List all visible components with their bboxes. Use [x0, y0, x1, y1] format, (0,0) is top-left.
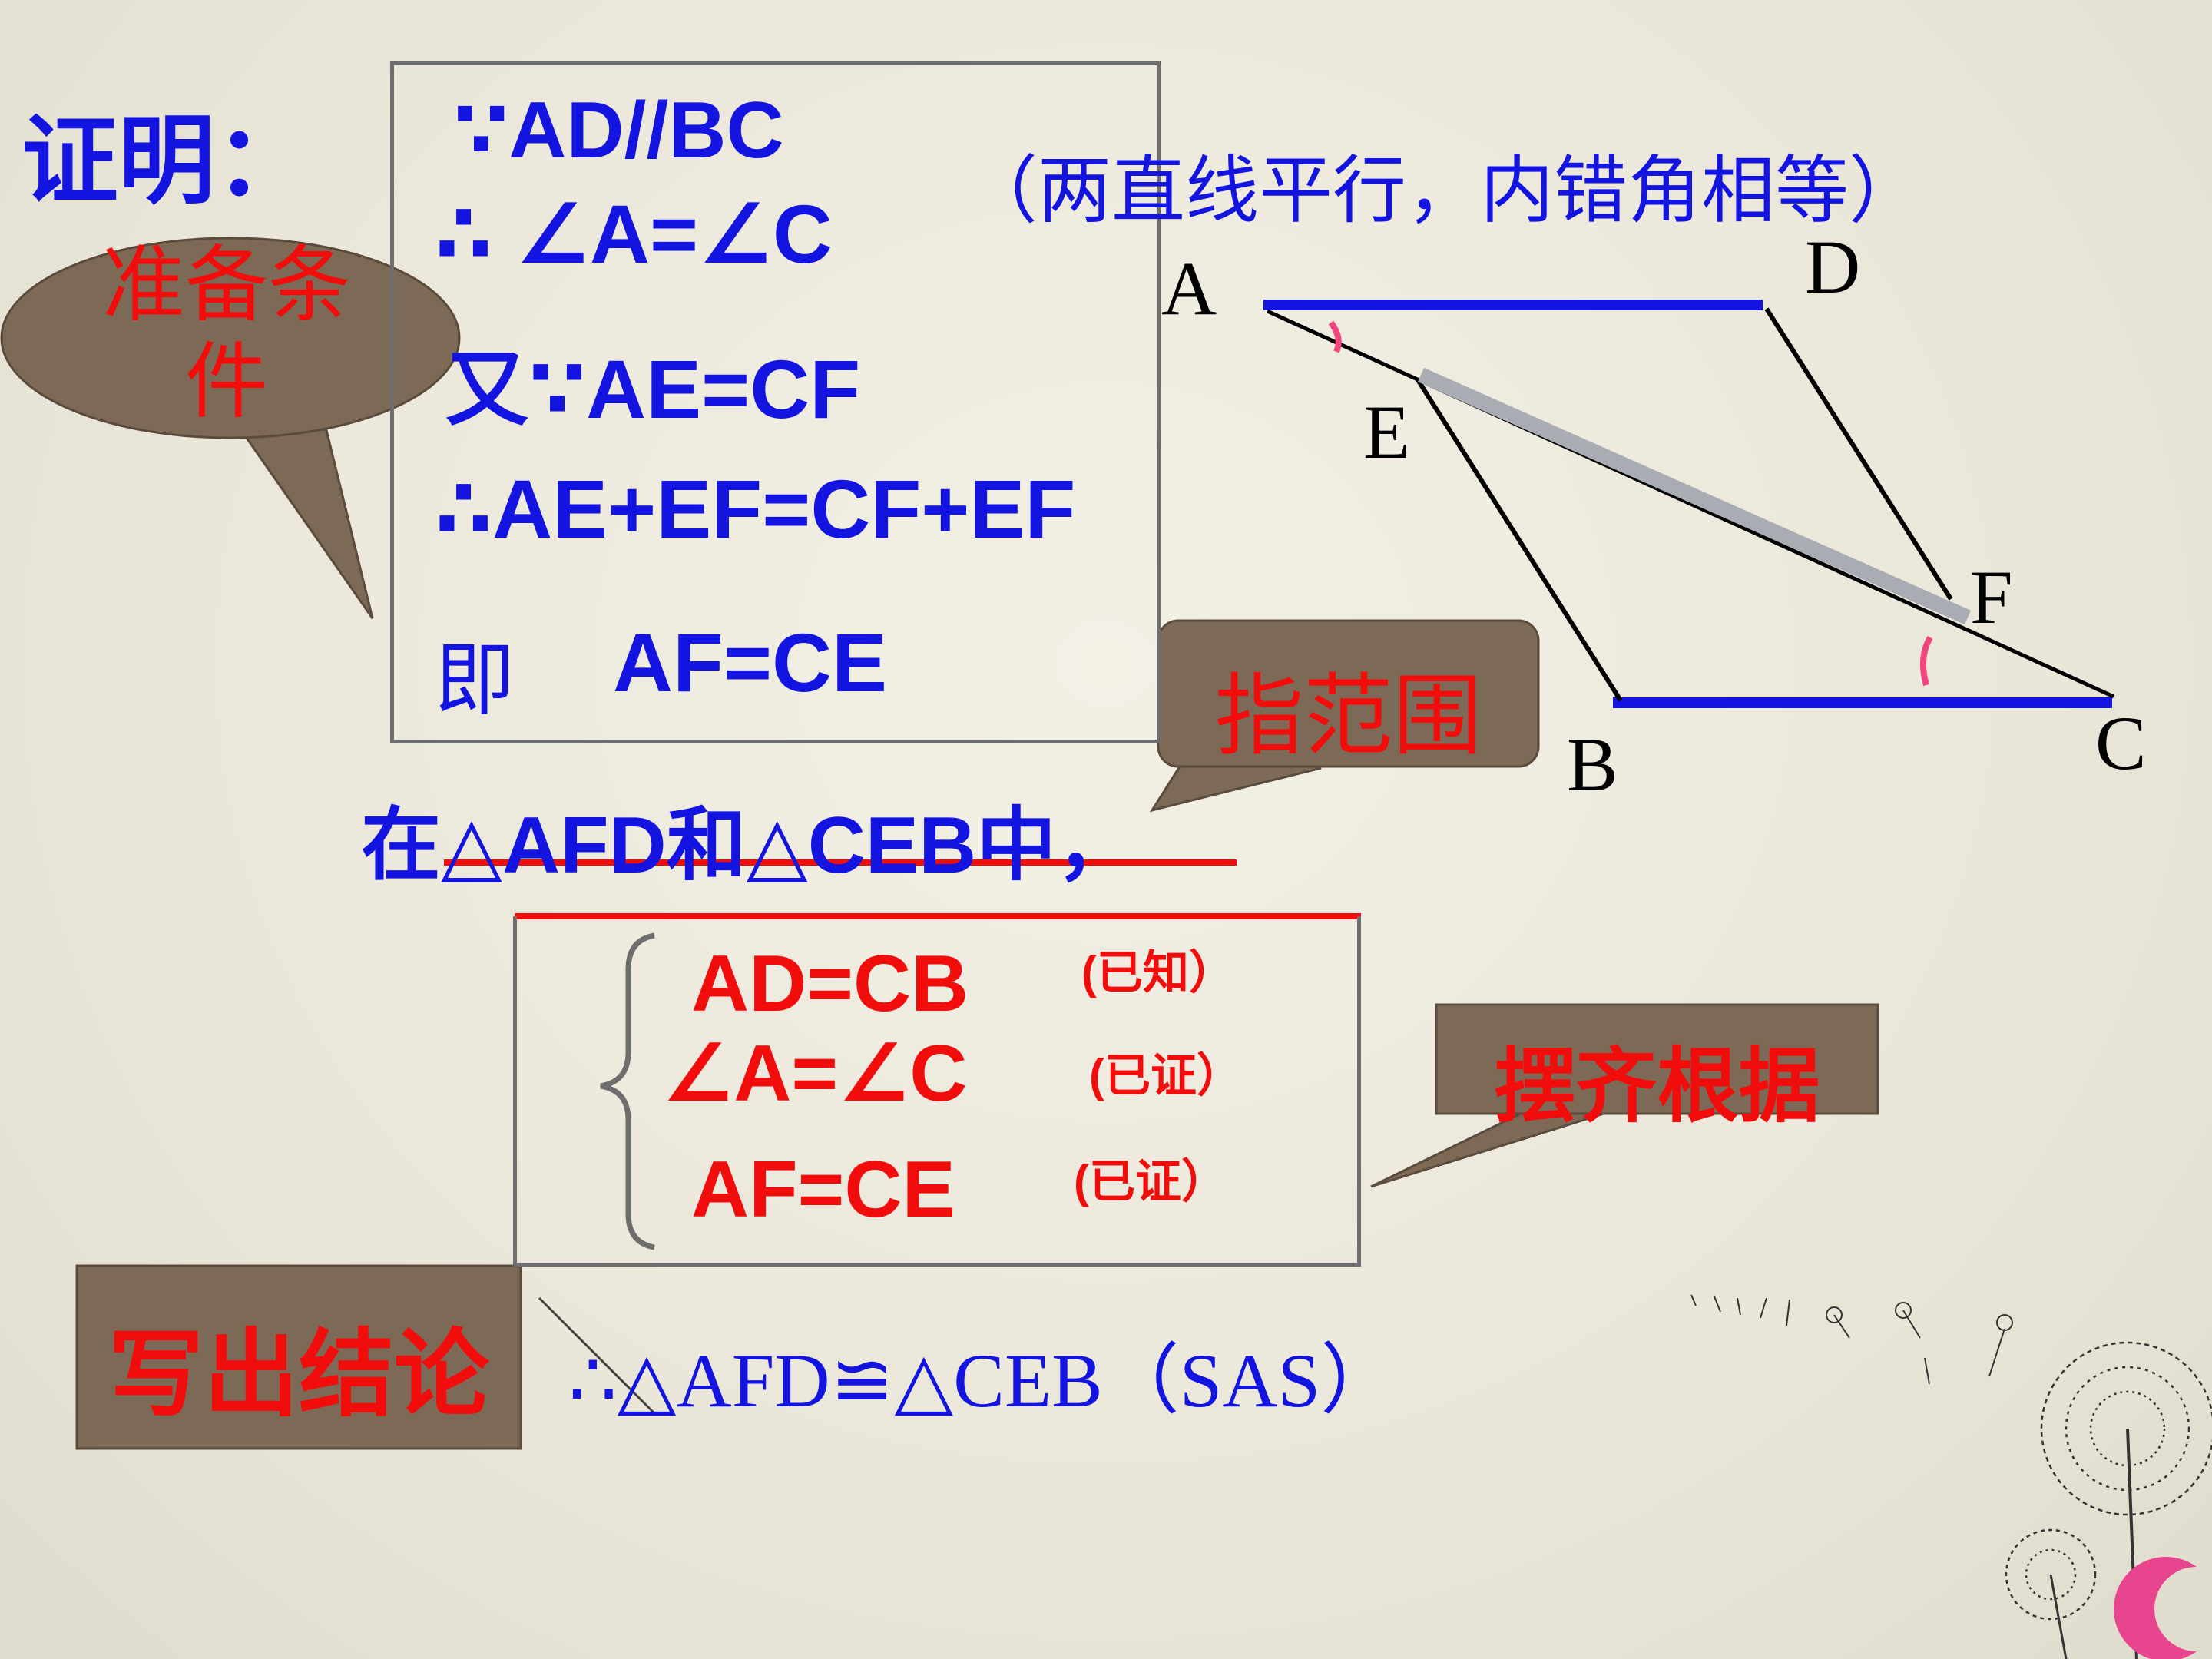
- conclusion-statement: ∴△AFD≌△CEB（SAS）: [568, 1338, 1398, 1423]
- point-label-e: E: [1363, 389, 1411, 475]
- point-label-c: C: [2095, 700, 2147, 786]
- parallelogram-diagram: [1263, 300, 2115, 708]
- callout-conclude-label: 写出结论: [108, 1322, 489, 1428]
- condition-included-eq: AF=CE: [691, 1145, 955, 1234]
- proof-box: [390, 61, 1161, 743]
- callout-prepare-bubble: [0, 237, 461, 619]
- condition-included-reason: (已证）: [1074, 1156, 1227, 1207]
- condition-angles-reason: (已证）: [1089, 1050, 1243, 1101]
- proof-heading: 证明：: [22, 107, 312, 215]
- proof-step-segments: 又∵AE=CF: [445, 343, 861, 435]
- conditions-brace: [600, 932, 655, 1250]
- angle-mark-c: [1920, 636, 1933, 687]
- segment-eb: [1415, 377, 1623, 702]
- point-label-a: A: [1161, 246, 1217, 331]
- diagonal-ac: [1266, 309, 2115, 699]
- proof-step-sum: ∴AE+EF=CF+EF: [435, 462, 1076, 555]
- triangle-statement: 在△AFD和△CEB中，: [361, 801, 1137, 890]
- moon-icon: [2114, 1557, 2197, 1659]
- condition-sides-eq: AD=CB: [691, 939, 969, 1028]
- reason-note: （两直线平行，内错角相等）: [964, 150, 1922, 232]
- proof-step-result: AF=CE: [613, 616, 888, 709]
- condition-angles-eq: ∠A=∠C: [662, 1029, 968, 1118]
- pen-stroke: [538, 1296, 656, 1415]
- dandelion-decoration: [1690, 1294, 2212, 1659]
- callout-align-bubble: [1370, 1003, 1879, 1188]
- angle-mark-a: [1328, 320, 1342, 353]
- condition-sides-reason: (已知）: [1081, 947, 1235, 998]
- callout-scope-bubble: [1149, 619, 1540, 813]
- callout-prepare-label: 准备条件: [101, 238, 351, 428]
- callout-scope-label: 指范围: [1214, 666, 1482, 766]
- callout-align-label: 摆齐根据: [1494, 1041, 1820, 1132]
- proof-step-prefix: 即: [435, 636, 515, 725]
- proof-step-angles: ∴ ∠A=∠C: [435, 187, 833, 280]
- callout-conclude-bubble: [75, 1264, 522, 1450]
- point-label-f: F: [1970, 555, 2013, 640]
- point-label-b: B: [1567, 722, 1618, 807]
- segment-df: [1764, 307, 1953, 601]
- conditions-box: [513, 916, 1361, 1267]
- proof-step-given: ∵AD//BC: [453, 86, 784, 175]
- segment-ef: [1417, 367, 1972, 625]
- point-label-d: D: [1805, 224, 1861, 310]
